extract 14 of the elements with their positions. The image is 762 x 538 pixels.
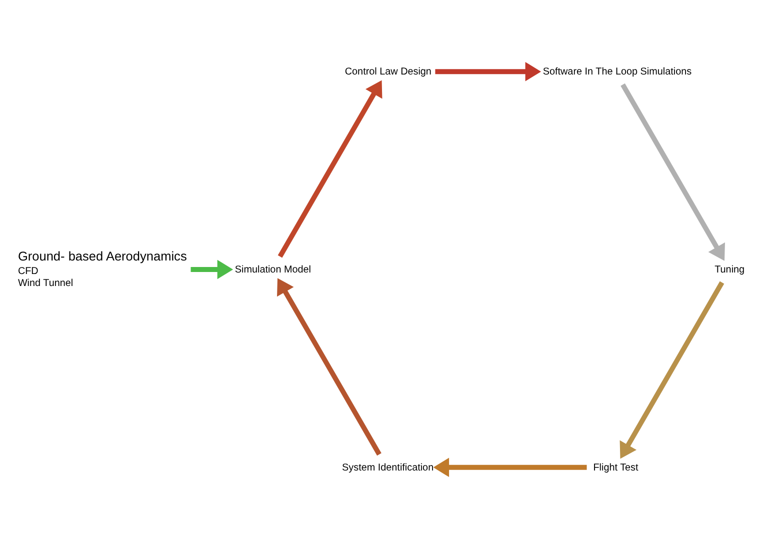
arrow [278,80,382,258]
node-text: Flight Test [593,462,638,473]
arrow [620,280,724,458]
arrow [620,82,725,260]
arrow [433,457,587,477]
arrow [190,259,234,279]
node-text: Simulation Model [234,264,311,275]
node-text: Ground- based Aerodynamics CFD Wind Tunnel [18,248,187,288]
node-text: Tuning [714,264,745,275]
node-text: Control Law Design [344,66,432,78]
node-text: Software In The Loop Simulations [542,66,692,78]
node-text: System Identification [342,462,434,473]
arrow [277,278,382,456]
arrow [435,61,542,81]
